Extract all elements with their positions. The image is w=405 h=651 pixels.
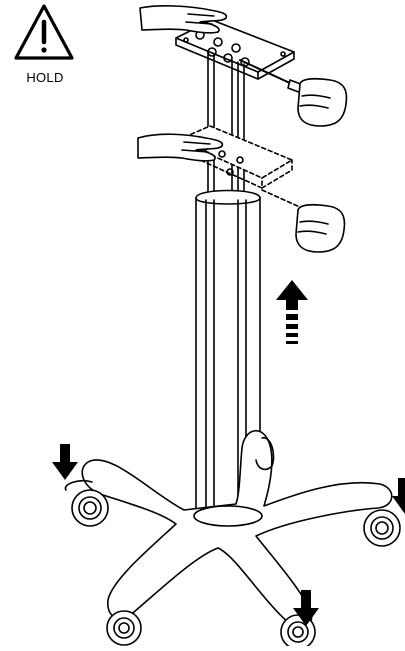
caster-wheel-icon-left [64, 479, 109, 527]
fist-icon-lower [295, 204, 346, 253]
screwdriver-icon [239, 59, 307, 95]
arrow-down-icon-right [392, 478, 405, 514]
arrow-down-icon-front [293, 590, 319, 626]
hand-icon-middle [137, 133, 224, 162]
caster-wheel-icon-right [363, 509, 401, 547]
inner-column [207, 51, 245, 201]
arrow-down-icon-left [52, 444, 78, 480]
warning-triangle-icon [14, 4, 74, 60]
hold-label: HOLD [26, 70, 64, 85]
hand-icon-upper [139, 5, 228, 34]
fist-icon-upper [297, 78, 348, 127]
arrow-up-icon [276, 280, 308, 344]
caster-wheel-icon-front-left [106, 610, 142, 646]
